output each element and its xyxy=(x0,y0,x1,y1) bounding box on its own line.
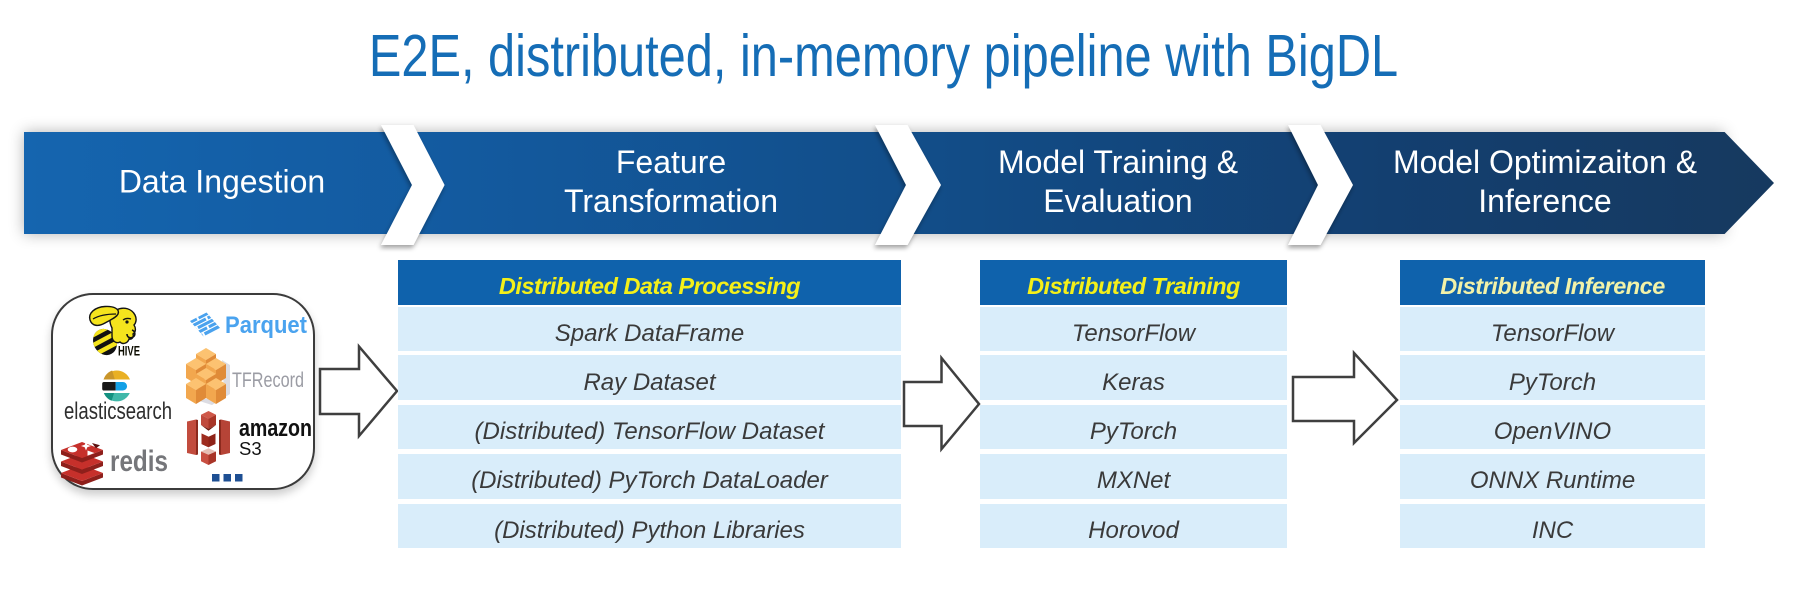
svg-text:amazon: amazon xyxy=(239,415,312,442)
svg-text:elasticsearch: elasticsearch xyxy=(64,398,172,425)
svg-text:Parquet: Parquet xyxy=(225,312,307,339)
svg-text:redis: redis xyxy=(110,445,168,478)
svg-text:TFRecord: TFRecord xyxy=(232,368,304,392)
svg-text:HIVE: HIVE xyxy=(118,344,140,359)
svg-text:S3: S3 xyxy=(239,438,262,459)
